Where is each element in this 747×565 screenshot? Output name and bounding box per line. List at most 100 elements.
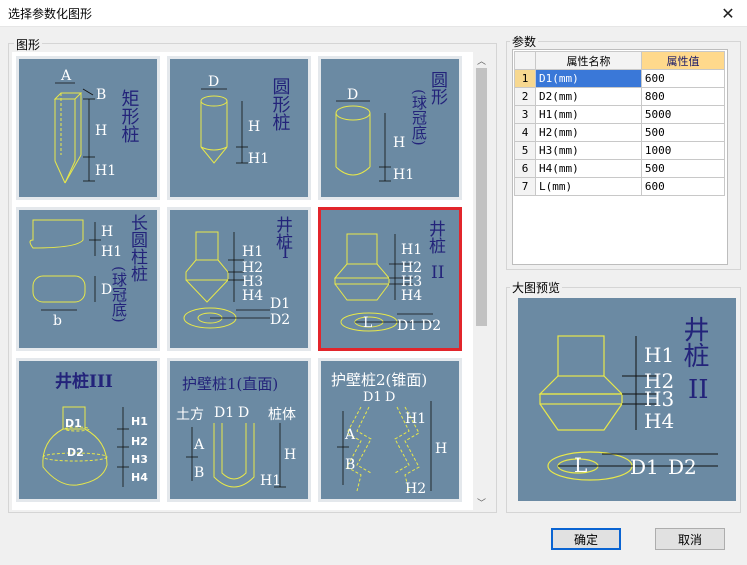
thumb4-label-b: b — [53, 313, 62, 329]
thumb9-label-d1: D1 — [363, 390, 382, 405]
row-value[interactable]: 600 — [640, 177, 726, 196]
row-index: 3 — [514, 105, 536, 124]
close-icon[interactable]: ✕ — [721, 3, 735, 23]
cancel-button[interactable]: 取消 — [655, 528, 725, 550]
thumb3-subtitle: (球冠底) — [410, 89, 428, 146]
thumb2-label-d: D — [208, 74, 219, 90]
thumb8-label-earth: 土方 — [176, 407, 204, 423]
scrollbar-thumb[interactable] — [476, 68, 487, 326]
thumb5-subtitle: I — [282, 243, 289, 263]
table-row[interactable]: 6 H4(mm) 500 — [514, 159, 726, 178]
thumb7-label-d2: D2 — [67, 446, 84, 459]
thumb1-label-h1: H1 — [95, 163, 116, 179]
thumb5-label-d2: D2 — [270, 312, 290, 328]
row-name[interactable]: H1(mm) — [535, 105, 642, 124]
title-bar: 选择参数化图形 ✕ — [0, 0, 747, 27]
params-label: 参数 — [510, 33, 539, 50]
thumb7-title: 井桩III — [55, 371, 113, 392]
thumb6-label-d2: D2 — [421, 318, 441, 334]
table-row[interactable]: 5 H3(mm) 1000 — [514, 141, 726, 160]
thumb7-label-d1: D1 — [65, 417, 82, 430]
shape-gallery: A B H H1 矩形桩 D H H1 圆形桩 — [12, 52, 490, 510]
thumb6-title: 井桩 — [425, 220, 446, 254]
thumb5-label-h4: H4 — [242, 288, 263, 304]
row-name[interactable]: D1(mm) — [535, 69, 642, 88]
preview-label-h4: H4 — [644, 409, 674, 433]
thumb9-label-h1: H1 — [405, 411, 426, 427]
row-name[interactable]: D2(mm) — [535, 87, 642, 106]
row-value[interactable]: 5000 — [640, 105, 726, 124]
thumb5-title: 井桩 — [272, 216, 293, 250]
thumb2-label-h: H — [248, 119, 260, 135]
gallery-item-round-pile[interactable]: D H H1 圆形桩 — [167, 56, 311, 200]
thumb1-label-h: H — [95, 123, 107, 139]
preview-label-h1: H1 — [644, 343, 674, 367]
row-value[interactable]: 800 — [640, 87, 726, 106]
gallery-scrollbar[interactable]: ︿ ﹀ — [473, 52, 490, 510]
row-name[interactable]: L(mm) — [535, 177, 642, 196]
preview-label-h3: H3 — [644, 387, 674, 411]
thumb9-label-b: B — [345, 457, 355, 473]
scroll-up-icon[interactable]: ︿ — [477, 57, 487, 67]
thumb5-label-h2: H2 — [242, 260, 263, 276]
thumb1-label-b: B — [96, 87, 106, 103]
row-name[interactable]: H4(mm) — [535, 159, 642, 178]
gallery-item-retaining-pile-1[interactable]: 护壁桩1(直面) 土方 D1 D 桩体 A B H H1 — [167, 358, 311, 502]
thumb4-label-d: D — [101, 282, 112, 298]
thumb4-title: 长圆柱桩 — [127, 214, 148, 282]
row-value[interactable]: 500 — [640, 159, 726, 178]
thumb6-label-h2: H2 — [401, 260, 422, 276]
thumb2-label-h1: H1 — [248, 151, 269, 167]
thumb6-label-h3: H3 — [401, 274, 422, 290]
table-row[interactable]: 1 D1(mm) 600 — [514, 69, 726, 88]
thumb9-title: 护壁桩2(锥面) — [331, 371, 427, 389]
params-table: 属性名称 属性值 1 D1(mm) 600 2 D2(mm) 800 3 H1(… — [514, 51, 726, 196]
thumb8-label-a: A — [193, 437, 205, 453]
table-row[interactable]: 4 H2(mm) 500 — [514, 123, 726, 142]
row-index: 4 — [514, 123, 536, 142]
row-name[interactable]: H2(mm) — [535, 123, 642, 142]
gallery-item-well-pile-3[interactable]: 井桩III D1 D2 H1 H2 H3 H4 — [16, 358, 160, 502]
gallery-item-well-pile-1[interactable]: H1 H2 H3 H4 D1 D2 井桩 I — [167, 207, 311, 351]
scroll-down-icon[interactable]: ﹀ — [477, 499, 487, 509]
gallery-label: 图形 — [14, 36, 43, 53]
preview-label: 大图预览 — [510, 279, 563, 296]
header-property-name: 属性名称 — [535, 51, 642, 70]
thumb6-label-h1: H1 — [401, 242, 422, 258]
table-row[interactable]: 3 H1(mm) 5000 — [514, 105, 726, 124]
row-value[interactable]: 600 — [640, 69, 726, 88]
thumb7-label-h2: H2 — [131, 435, 148, 448]
preview-label-l: L — [574, 453, 587, 477]
gallery-item-round-pile-spherical[interactable]: D H H1 圆形 (球冠底) — [318, 56, 462, 200]
thumb7-label-h3: H3 — [131, 453, 148, 466]
row-value[interactable]: 500 — [640, 123, 726, 142]
thumb4-subtitle: (球冠底) — [110, 266, 128, 323]
thumb1-title: 矩形桩 — [119, 89, 140, 143]
row-index: 6 — [514, 159, 536, 178]
thumb7-label-h4: H4 — [131, 471, 148, 484]
params-group — [506, 41, 741, 270]
thumb4-label-h: H — [101, 224, 113, 240]
gallery-item-well-pile-2[interactable]: H1 H2 H3 H4 L D1 D2 井桩 II — [318, 207, 462, 351]
thumb8-title: 护壁桩1(直面) — [182, 375, 278, 393]
table-row[interactable]: 2 D2(mm) 800 — [514, 87, 726, 106]
thumb6-subtitle: II — [431, 263, 444, 283]
thumb8-label-d: D — [238, 405, 249, 421]
preview-title: 井桩 — [679, 316, 709, 368]
thumb9-label-h: H — [435, 441, 447, 457]
thumb8-label-h1: H1 — [260, 473, 281, 489]
preview-label-h2: H2 — [644, 369, 674, 393]
gallery-group — [8, 43, 497, 513]
ok-button[interactable]: 确定 — [551, 528, 621, 550]
row-index: 7 — [514, 177, 536, 196]
thumb5-label-h1: H1 — [242, 244, 263, 260]
row-value[interactable]: 1000 — [640, 141, 726, 160]
gallery-item-long-round-pile[interactable]: H H1 D b 长圆柱桩 (球冠底) — [16, 207, 160, 351]
table-row[interactable]: 7 L(mm) 600 — [514, 177, 726, 196]
row-name[interactable]: H3(mm) — [535, 141, 642, 160]
thumb2-title: 圆形桩 — [270, 77, 291, 131]
thumb4-label-h1: H1 — [101, 244, 122, 260]
row-index: 5 — [514, 141, 536, 160]
gallery-item-retaining-pile-2[interactable]: 护壁桩2(锥面) D1 D H1 A B H H2 — [318, 358, 462, 502]
gallery-item-rectangular-pile[interactable]: A B H H1 矩形桩 — [16, 56, 160, 200]
